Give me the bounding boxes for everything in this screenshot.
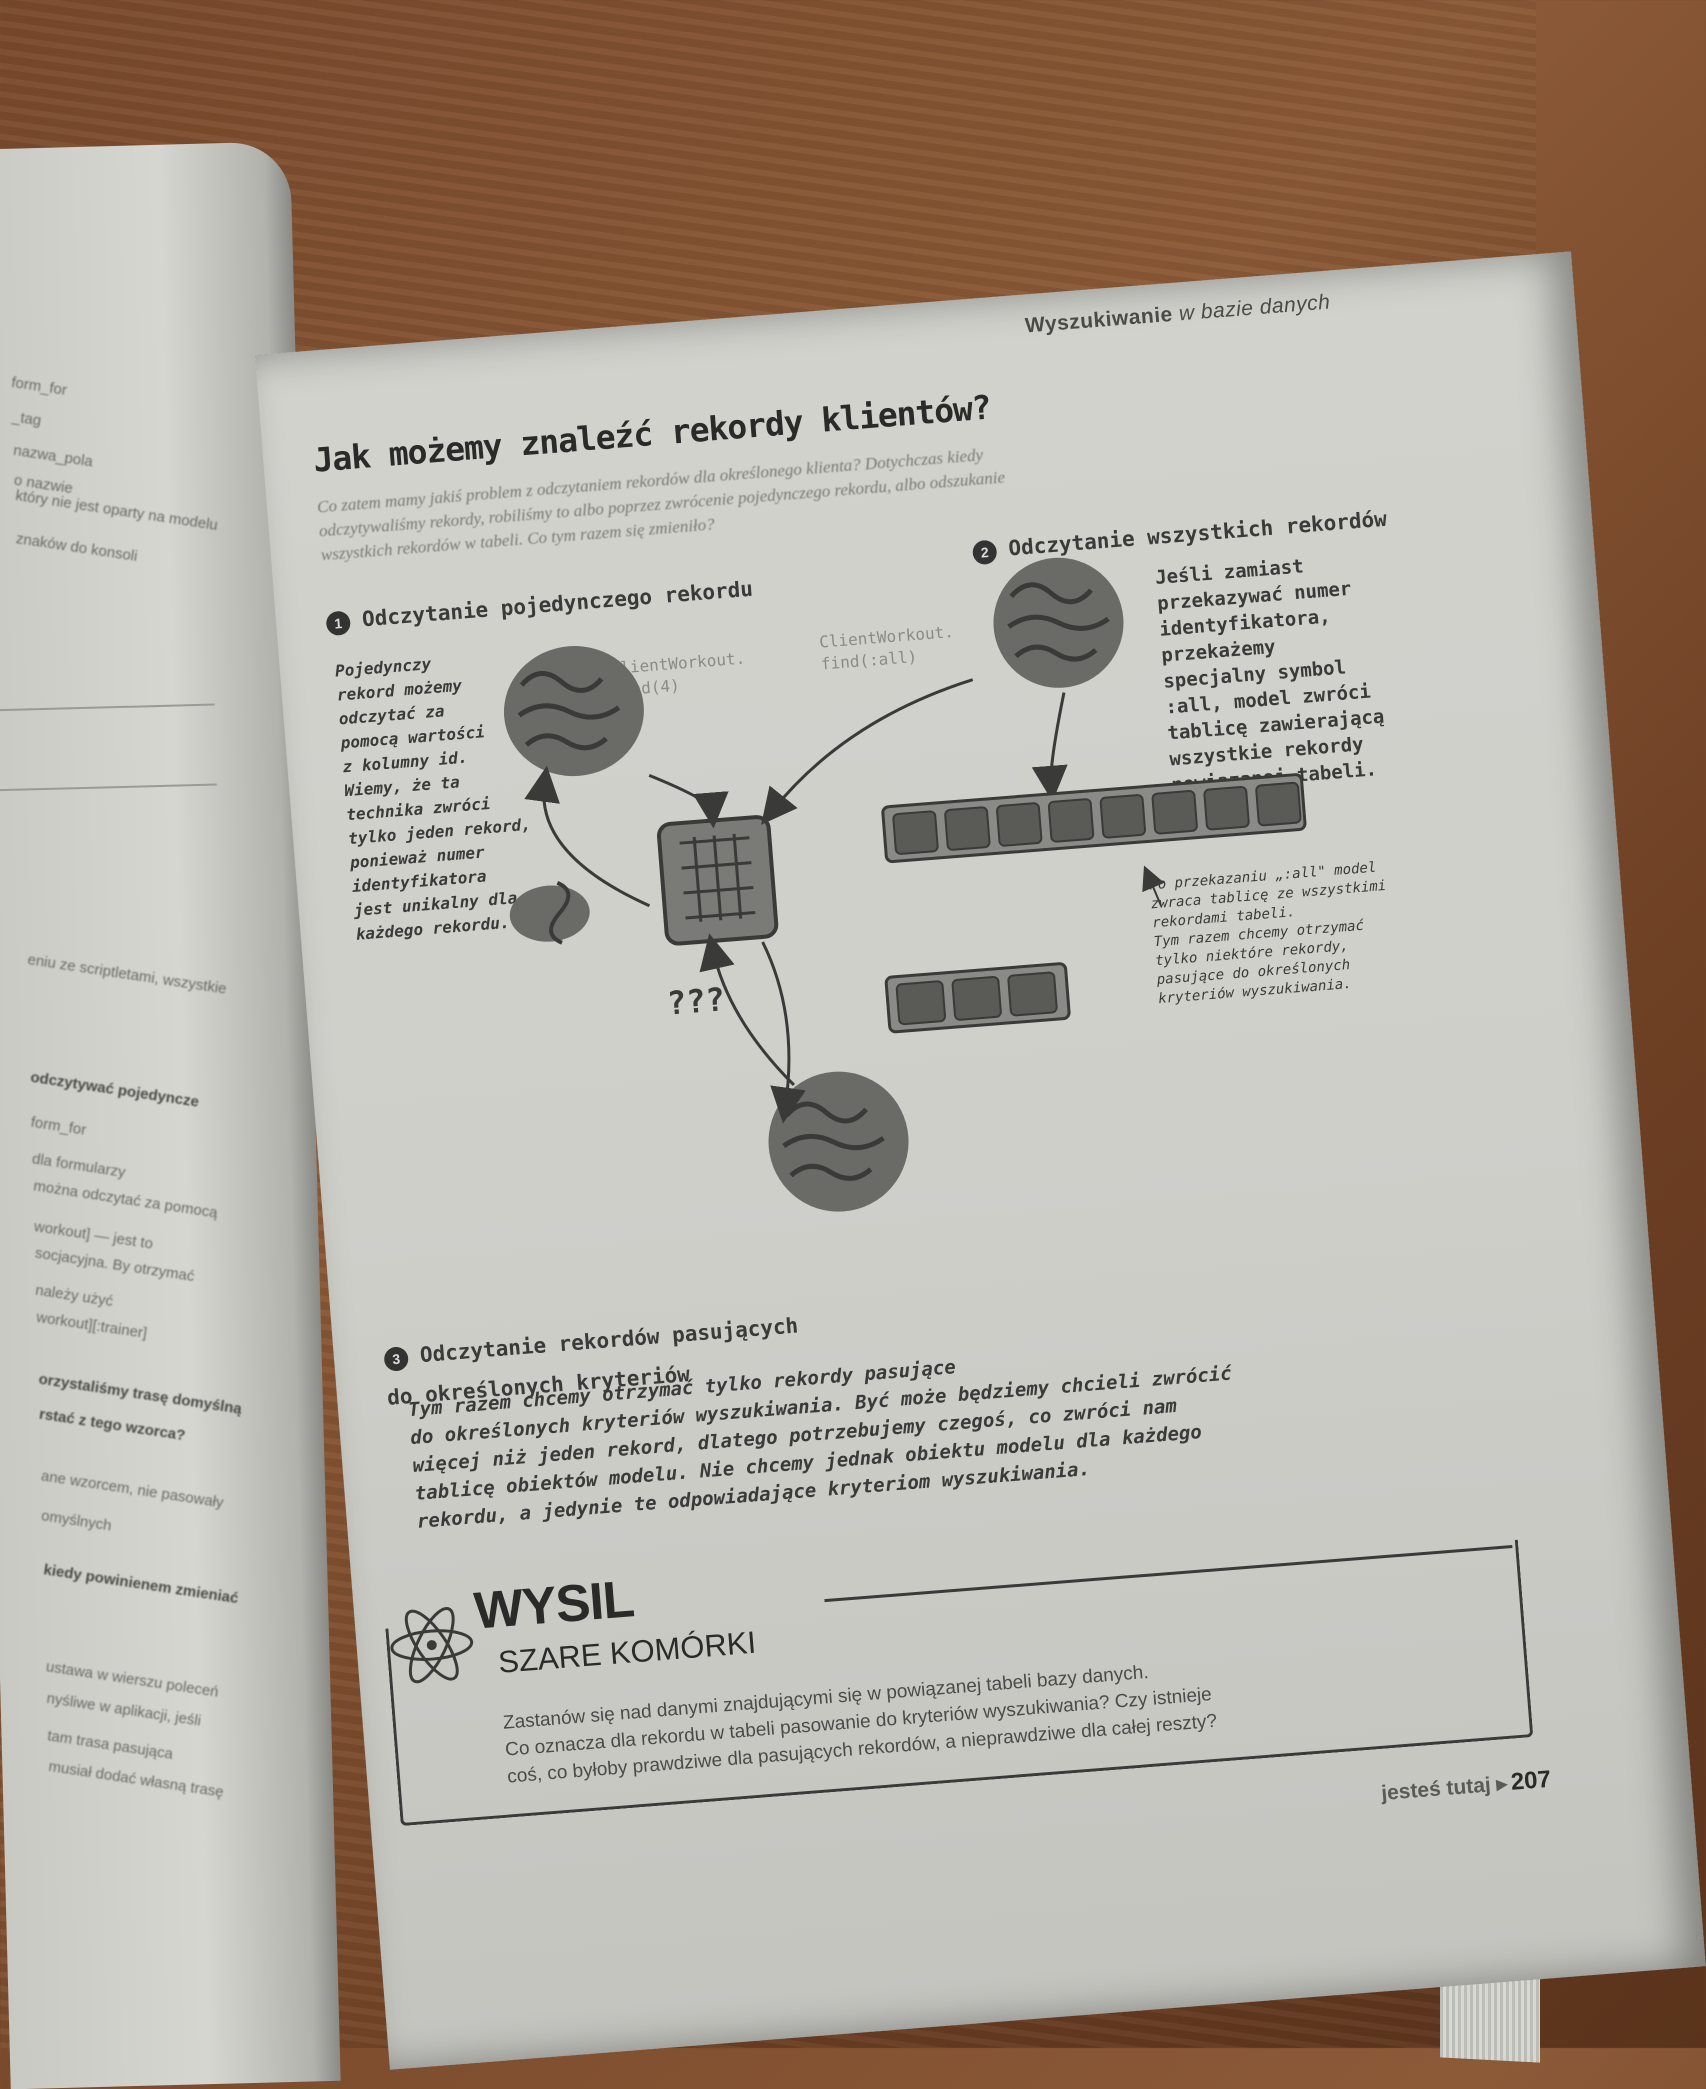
database-icon xyxy=(657,815,779,946)
left-page-text-line: socjacyjna. By otrzymać xyxy=(33,1244,196,1286)
left-page-divider xyxy=(0,783,217,792)
footer-you-are-here: jesteś tutaj ▸ xyxy=(1380,1772,1508,1806)
left-page-text-line: kiedy powinienem zmieniać xyxy=(42,1561,240,1608)
left-page-text-line: _tag xyxy=(10,408,43,430)
page-number: 207 xyxy=(1509,1765,1552,1796)
records-array-all xyxy=(881,773,1307,864)
left-page-text-line: nazwa_pola xyxy=(12,441,94,471)
diagram xyxy=(503,557,1307,1212)
left-page-text-line: dla formularzy xyxy=(30,1150,127,1182)
left-page-divider xyxy=(0,703,215,712)
brain-icon xyxy=(503,646,644,777)
left-page-text-line: znaków do konsoli xyxy=(14,530,139,566)
left-page-text-line: ane wzorcem, nie pasowały xyxy=(39,1467,225,1512)
left-page-text-line: workout][:trainer] xyxy=(35,1308,149,1343)
brain-icon xyxy=(768,1071,909,1212)
wysil-title: WYSIL xyxy=(471,1570,636,1641)
right-book-page: Wyszukiwanie w bazie danych Jak możemy z… xyxy=(255,251,1706,2070)
left-page-text-line: omyślnych xyxy=(40,1507,113,1535)
records-array-some xyxy=(884,962,1071,1034)
left-page-text-line: form_for xyxy=(29,1113,88,1139)
left-page-text-line: musiał dodać własną trasę xyxy=(47,1757,225,1801)
model-object-icon xyxy=(509,881,590,945)
left-page-text-line: można odczytać za pomocą xyxy=(32,1177,219,1222)
brain-icon xyxy=(993,557,1124,688)
left-page-text-line: odczytywać pojedyncze xyxy=(29,1068,201,1111)
left-page-text-line: który nie jest oparty na modelu xyxy=(14,487,219,535)
section-3-number: 3 xyxy=(383,1346,410,1372)
left-page-text-line: form_for xyxy=(10,373,69,400)
atom-icon xyxy=(390,1607,474,1684)
left-page-text-line: eniu ze scriptletami, wszystkie xyxy=(26,951,228,998)
left-page-text-line: tam trasa pasująca xyxy=(46,1727,175,1763)
left-page-text-line: nyśliwe w aplikacji, jeśli xyxy=(45,1689,203,1730)
left-page-text-line: rstać z tego wzorca? xyxy=(37,1405,187,1445)
left-page-text-line: należy użyć xyxy=(34,1281,115,1311)
